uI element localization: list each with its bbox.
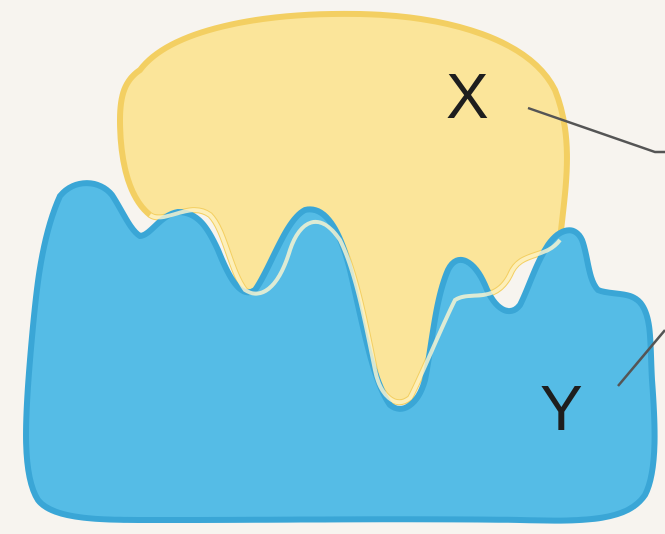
- pointer-line-y: [617, 329, 665, 387]
- label-x: X: [446, 60, 489, 132]
- region-y: [23, 180, 658, 524]
- pointer-line-x: [527, 106, 665, 154]
- label-y: Y: [540, 372, 583, 444]
- boundary-highlight: [148, 208, 562, 405]
